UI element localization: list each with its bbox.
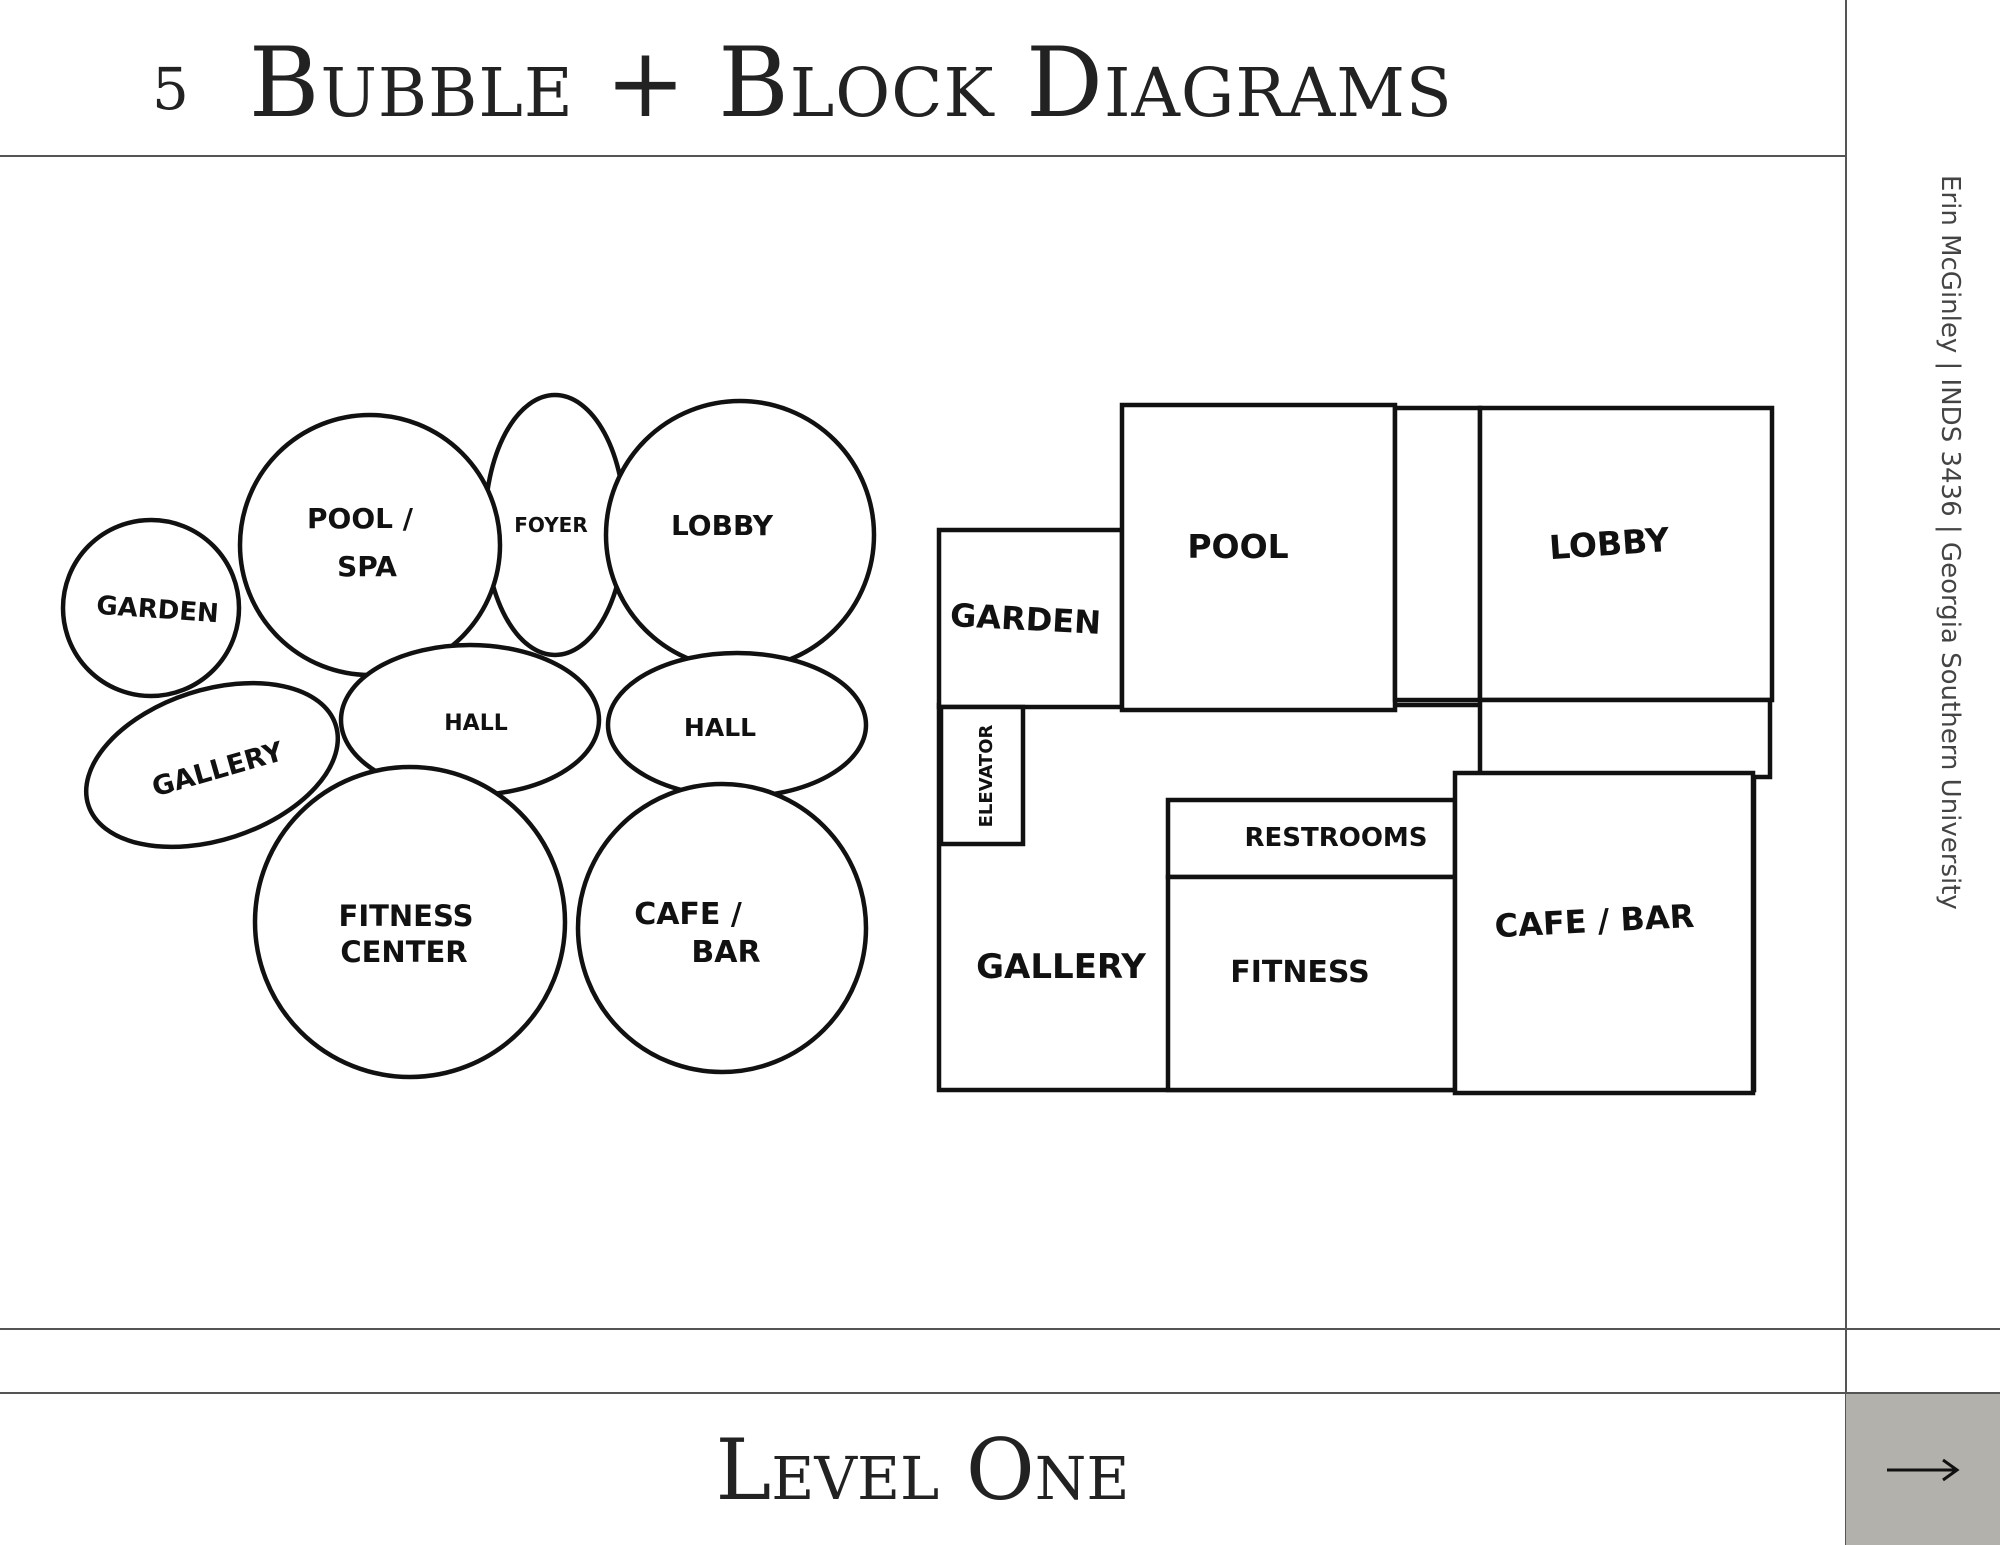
block-elevator bbox=[938, 704, 1026, 847]
footer-divider-upper bbox=[0, 1328, 2000, 1330]
header-divider bbox=[0, 155, 1846, 157]
bubble-diagram: GARDEN POOL / SPA FOYER LOBBY GALLERY HA… bbox=[60, 392, 877, 1080]
block-label-fitness: FITNESS bbox=[1230, 955, 1370, 990]
block-label-lobby: LOBBY bbox=[1548, 520, 1672, 567]
block-lobby-lower bbox=[1477, 697, 1773, 780]
next-page-button[interactable] bbox=[1846, 1394, 2000, 1545]
arrow-right-icon bbox=[1887, 1458, 1960, 1481]
bubble-gallery bbox=[83, 680, 341, 850]
bubble-label-foyer: FOYER bbox=[514, 513, 588, 537]
block-fitness bbox=[1165, 874, 1458, 1093]
block-garden bbox=[936, 527, 1125, 710]
bubble-label-fitness-line2: CENTER bbox=[340, 935, 467, 969]
block-cafe-bar bbox=[1452, 770, 1756, 1096]
page-header: 5 Bubble + Block Diagrams bbox=[152, 18, 1453, 148]
block-label-restrooms: RESTROOMS bbox=[1244, 823, 1427, 853]
bubble-label-hall-left: HALL bbox=[444, 711, 507, 736]
bubble-fitness-center bbox=[252, 764, 568, 1080]
page-title: Bubble + Block Diagrams bbox=[248, 27, 1453, 139]
bubble-label-hall-right: HALL bbox=[684, 713, 756, 742]
bubble-garden bbox=[60, 517, 242, 699]
page-number: 5 bbox=[152, 55, 189, 123]
level-title: Level One bbox=[715, 1421, 1130, 1519]
bubble-label-lobby: LOBBY bbox=[671, 509, 774, 542]
bubble-label-fitness-line1: FITNESS bbox=[339, 899, 474, 933]
block-label-garden: GARDEN bbox=[949, 596, 1102, 642]
bubble-pool-spa bbox=[237, 412, 503, 678]
footer-divider-lower bbox=[0, 1392, 2000, 1394]
bubble-cafe-bar bbox=[575, 781, 869, 1075]
block-diagram: GARDEN POOL LOBBY ELEVATOR RESTROOMS GAL… bbox=[936, 402, 1775, 1096]
bubble-label-cafe-line2: BAR bbox=[691, 935, 760, 970]
sidebar-credit: Erin McGinley | INDS 3436 | Georgia Sout… bbox=[1935, 175, 1965, 910]
block-corridor-upper bbox=[1392, 405, 1483, 703]
sidebar-divider bbox=[1845, 0, 1847, 1545]
block-label-pool: POOL bbox=[1187, 527, 1288, 566]
block-label-elevator: ELEVATOR bbox=[976, 724, 997, 827]
bubble-label-cafe-line1: CAFE / bbox=[634, 897, 742, 932]
block-lobby bbox=[1477, 405, 1775, 703]
block-label-gallery: GALLERY bbox=[976, 947, 1146, 987]
bubble-label-pool-line1: POOL / bbox=[307, 502, 414, 535]
bubble-label-pool-line2: SPA bbox=[337, 550, 397, 583]
